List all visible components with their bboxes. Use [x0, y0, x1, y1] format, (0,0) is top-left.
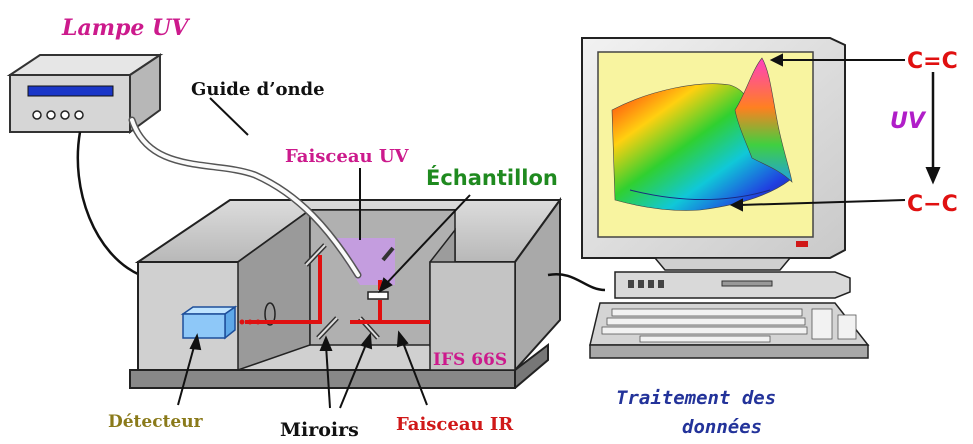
detector [180, 305, 238, 340]
lamp-knob [46, 110, 56, 120]
label-instrument: IFS 66S [433, 350, 507, 370]
lamp-display [27, 85, 114, 97]
spectrum-peak [734, 57, 793, 183]
sample-holder [367, 291, 389, 300]
lamp-knob [32, 110, 42, 120]
label-mirrors: Miroirs [280, 419, 359, 439]
ir-beam-dots [239, 319, 261, 325]
label-sample: Échantillon [426, 165, 558, 190]
label-detector: Détecteur [108, 412, 204, 432]
lamp-knob [74, 110, 84, 120]
label-processing-line1: Traitement des [616, 387, 776, 409]
label-ir-beam: Faisceau IR [396, 414, 514, 435]
optical-port [264, 302, 276, 326]
label-lamp: Lampe UV [61, 15, 190, 41]
mirror [316, 316, 339, 340]
uv-lamp [6, 53, 164, 134]
power-led [796, 241, 808, 247]
label-processing-line2: données [682, 416, 762, 438]
lamp-cable [76, 131, 141, 277]
spectrum-surface-plot [611, 57, 793, 211]
label-bond-double: C=C [907, 49, 958, 74]
label-bond-single: C−C [907, 192, 958, 217]
ir-beam [245, 255, 430, 324]
label-waveguide: Guide d’onde [191, 79, 325, 100]
uv-beam-zone [330, 238, 395, 285]
label-uv-arrow: UV [890, 109, 927, 134]
label-uv-beam: Faisceau UV [285, 146, 410, 167]
label-arrows [177, 97, 471, 409]
mirror [381, 246, 395, 262]
reaction-arrows [729, 53, 941, 212]
mirror [304, 243, 327, 267]
lamp-knob [60, 110, 70, 120]
data-cable [547, 272, 606, 292]
